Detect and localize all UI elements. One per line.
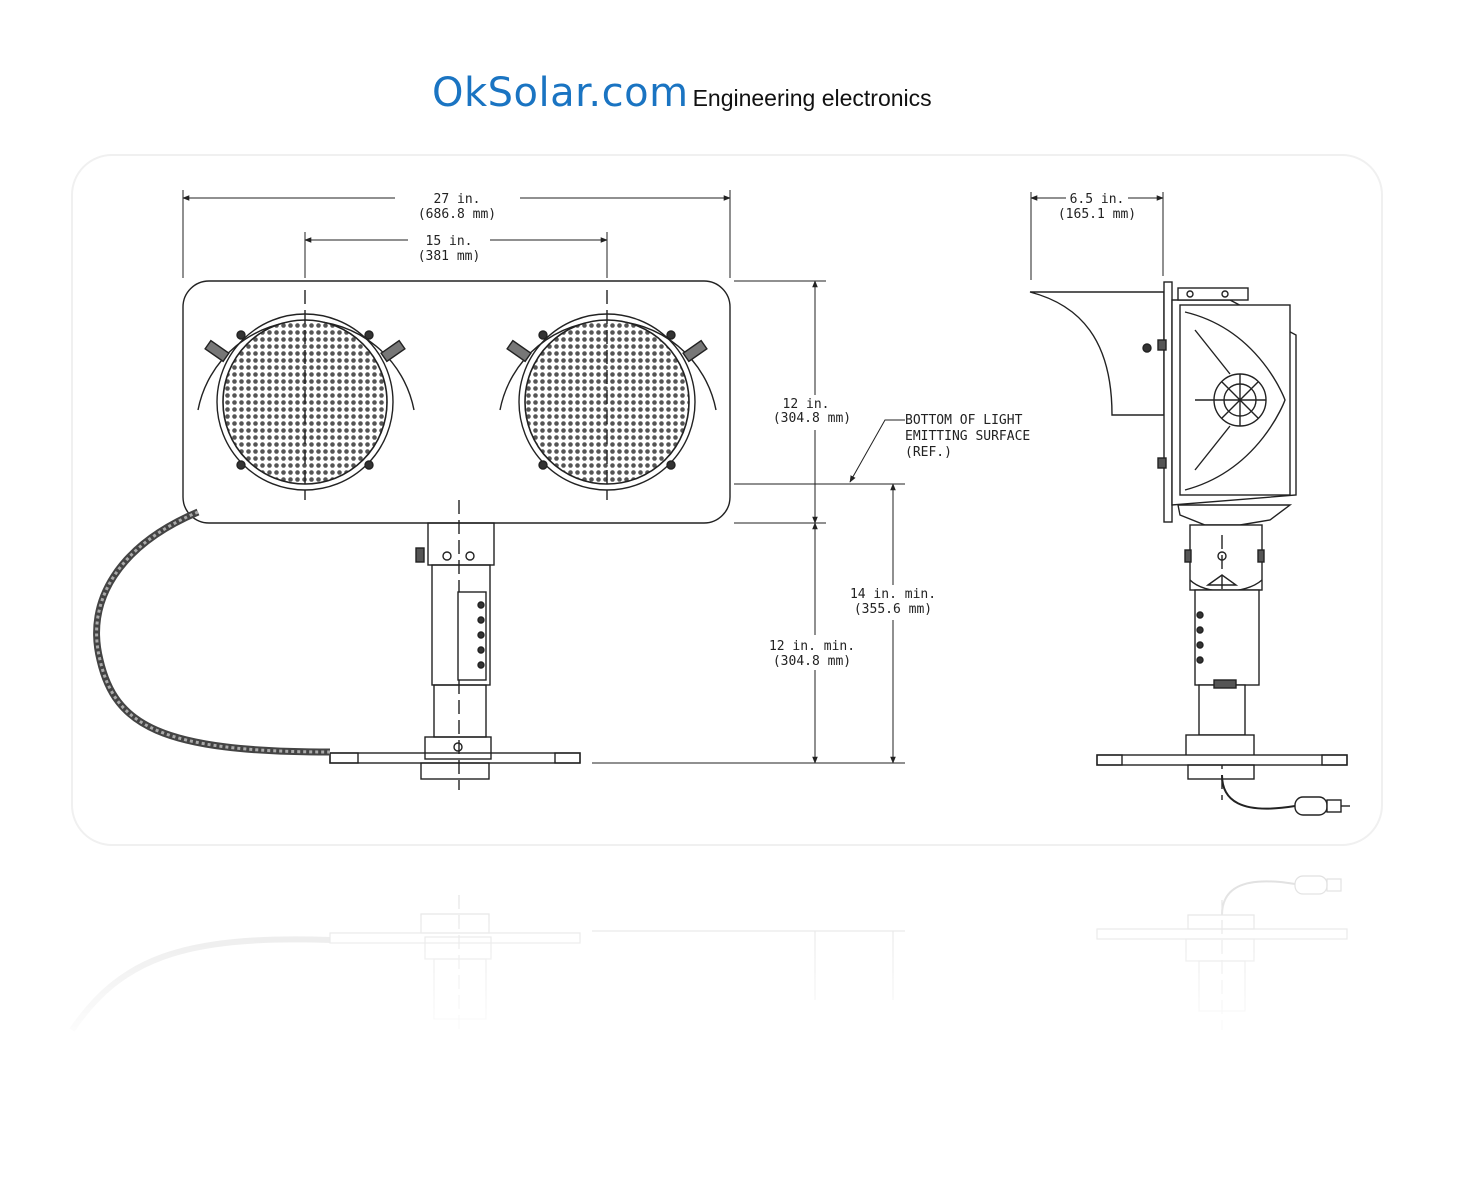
dim-lens-spacing: 15 in.: [426, 234, 473, 249]
dim-overall-width-metric: (686.8 mm): [418, 207, 496, 222]
side-base-plate: [1096, 754, 1348, 766]
left-lamp: [197, 290, 415, 500]
dim-head-height: 12 in.: [783, 397, 830, 412]
dim-depth: 6.5 in.: [1070, 192, 1125, 207]
dim-min-height-head: 12 in. min.: [769, 639, 855, 654]
right-lamp: [499, 290, 717, 500]
dim-overall-width: 27 in.: [434, 192, 481, 207]
brand-title[interactable]: OkSolar.com: [432, 70, 689, 116]
dim-head-height-metric: (304.8 mm): [773, 411, 851, 426]
dim-depth-metric: (165.1 mm): [1058, 207, 1136, 222]
side-dimension-lines: [1030, 192, 1164, 280]
front-view: [93, 280, 731, 790]
callout-line-3: (REF.): [905, 445, 952, 460]
callout-line-2: EMITTING SURFACE: [905, 429, 1030, 444]
front-mast: [415, 500, 495, 790]
side-visor: [1029, 291, 1165, 416]
dim-min-height-light-metric: (355.6 mm): [854, 602, 932, 617]
dim-min-height-head-metric: (304.8 mm): [773, 654, 851, 669]
brand-tagline: Engineering electronics: [692, 85, 932, 111]
side-connector: [1294, 796, 1328, 816]
dim-lens-spacing-metric: (381 mm): [418, 249, 481, 264]
side-cable: [1221, 774, 1296, 810]
front-dimension-lines: [182, 190, 905, 764]
callout-line-1: BOTTOM OF LIGHT: [905, 413, 1023, 428]
dim-min-height-light: 14 in. min.: [850, 587, 936, 602]
reflection-fade: [60, 850, 1400, 1050]
side-view: [1029, 281, 1350, 816]
front-base-plate: [329, 752, 581, 780]
